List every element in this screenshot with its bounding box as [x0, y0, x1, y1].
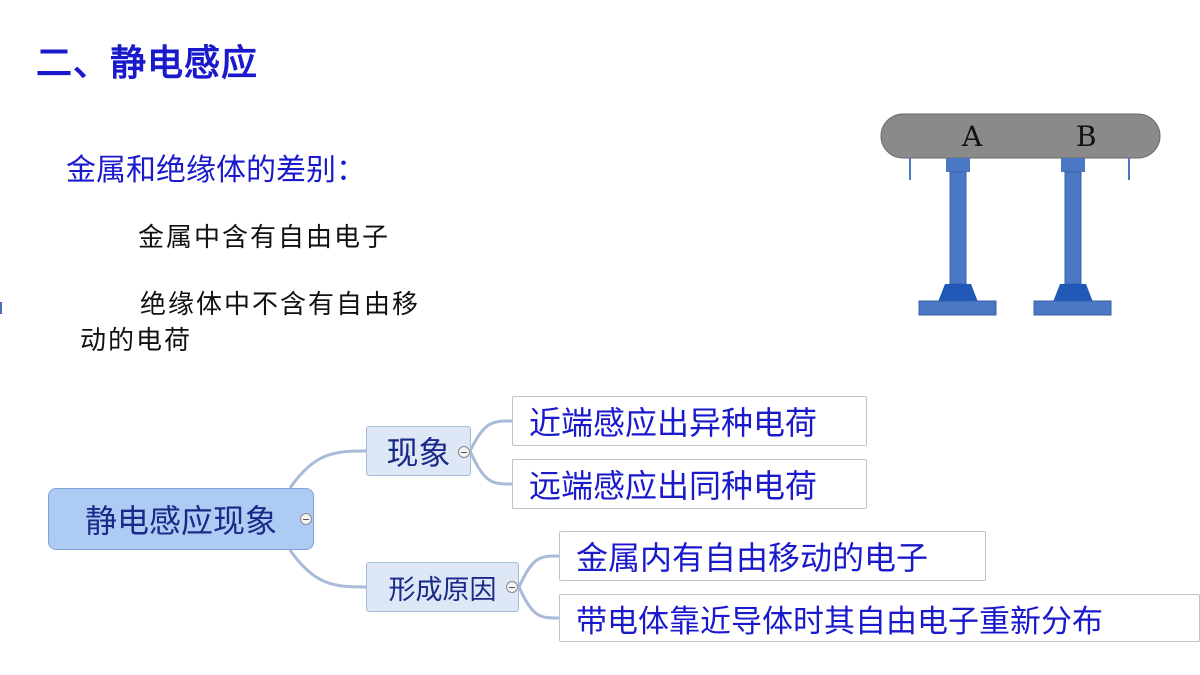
slide-title: 二、静电感应 — [36, 43, 259, 84]
branch-phenomenon-label: 现象 — [386, 434, 451, 472]
apparatus-drawing — [880, 113, 1161, 316]
conductor-tick-left — [909, 158, 911, 180]
connector-phenomenon-leaf1 — [468, 419, 513, 452]
leaf-near-end-label: 近端感应出异种电荷 — [529, 404, 818, 442]
leaf-free-electrons-label: 金属内有自由移动的电子 — [576, 539, 929, 577]
leaf-redistribution-label: 带电体靠近导体时其自由电子重新分布 — [576, 603, 1103, 640]
collapse-cause-icon[interactable] — [506, 581, 518, 593]
mindmap-leaf[interactable]: 金属内有自由移动的电子 — [559, 531, 986, 581]
mindmap-branch-cause[interactable]: 形成原因 — [366, 562, 519, 612]
stand-a-post — [949, 171, 967, 285]
stand-b-collar — [1061, 158, 1085, 172]
mindmap-branch-phenomenon[interactable]: 现象 — [366, 426, 471, 476]
stand-a-base — [918, 300, 997, 316]
label-b: B — [1076, 120, 1097, 153]
stand-b-foot — [1053, 284, 1093, 302]
conductor-body — [880, 113, 1161, 159]
point-insulator-line1: 绝缘体中不含有自由移 — [140, 290, 421, 320]
mindmap-leaf[interactable]: 远端感应出同种电荷 — [512, 459, 867, 509]
branch-cause-label: 形成原因 — [388, 574, 497, 606]
connector-cause-leaf3 — [517, 554, 560, 588]
conductor-apparatus: A B — [880, 112, 1162, 322]
collapse-phenomenon-icon[interactable] — [458, 446, 470, 458]
mindmap-leaf[interactable]: 近端感应出异种电荷 — [512, 396, 867, 446]
mindmap-connectors — [288, 419, 560, 620]
point-insulator-line2: 动的电荷 — [80, 326, 193, 356]
stand-a-foot — [938, 284, 978, 302]
mindmap-leaf[interactable]: 带电体靠近导体时其自由电子重新分布 — [559, 594, 1200, 642]
leaf-far-end-label: 远端感应出同种电荷 — [529, 467, 818, 505]
label-a: A — [962, 120, 983, 153]
conductor-tick-right — [1128, 158, 1130, 180]
point-metal: 金属中含有自由电子 — [138, 223, 391, 253]
mindmap-root-label: 静电感应现象 — [84, 502, 277, 540]
connector-root-cause — [288, 549, 367, 589]
connector-root-phenomenon — [288, 449, 367, 489]
collapse-root-icon[interactable] — [300, 513, 312, 525]
connector-phenomenon-leaf2 — [468, 450, 513, 486]
mindmap-root[interactable]: 静电感应现象 — [48, 488, 314, 550]
edge-marker — [0, 302, 2, 314]
connector-cause-leaf4 — [517, 586, 560, 620]
stand-b-base — [1033, 300, 1112, 316]
slide-subtitle: 金属和绝缘体的差别： — [66, 153, 366, 188]
stand-b-post — [1064, 171, 1082, 285]
stand-a-collar — [946, 158, 970, 172]
